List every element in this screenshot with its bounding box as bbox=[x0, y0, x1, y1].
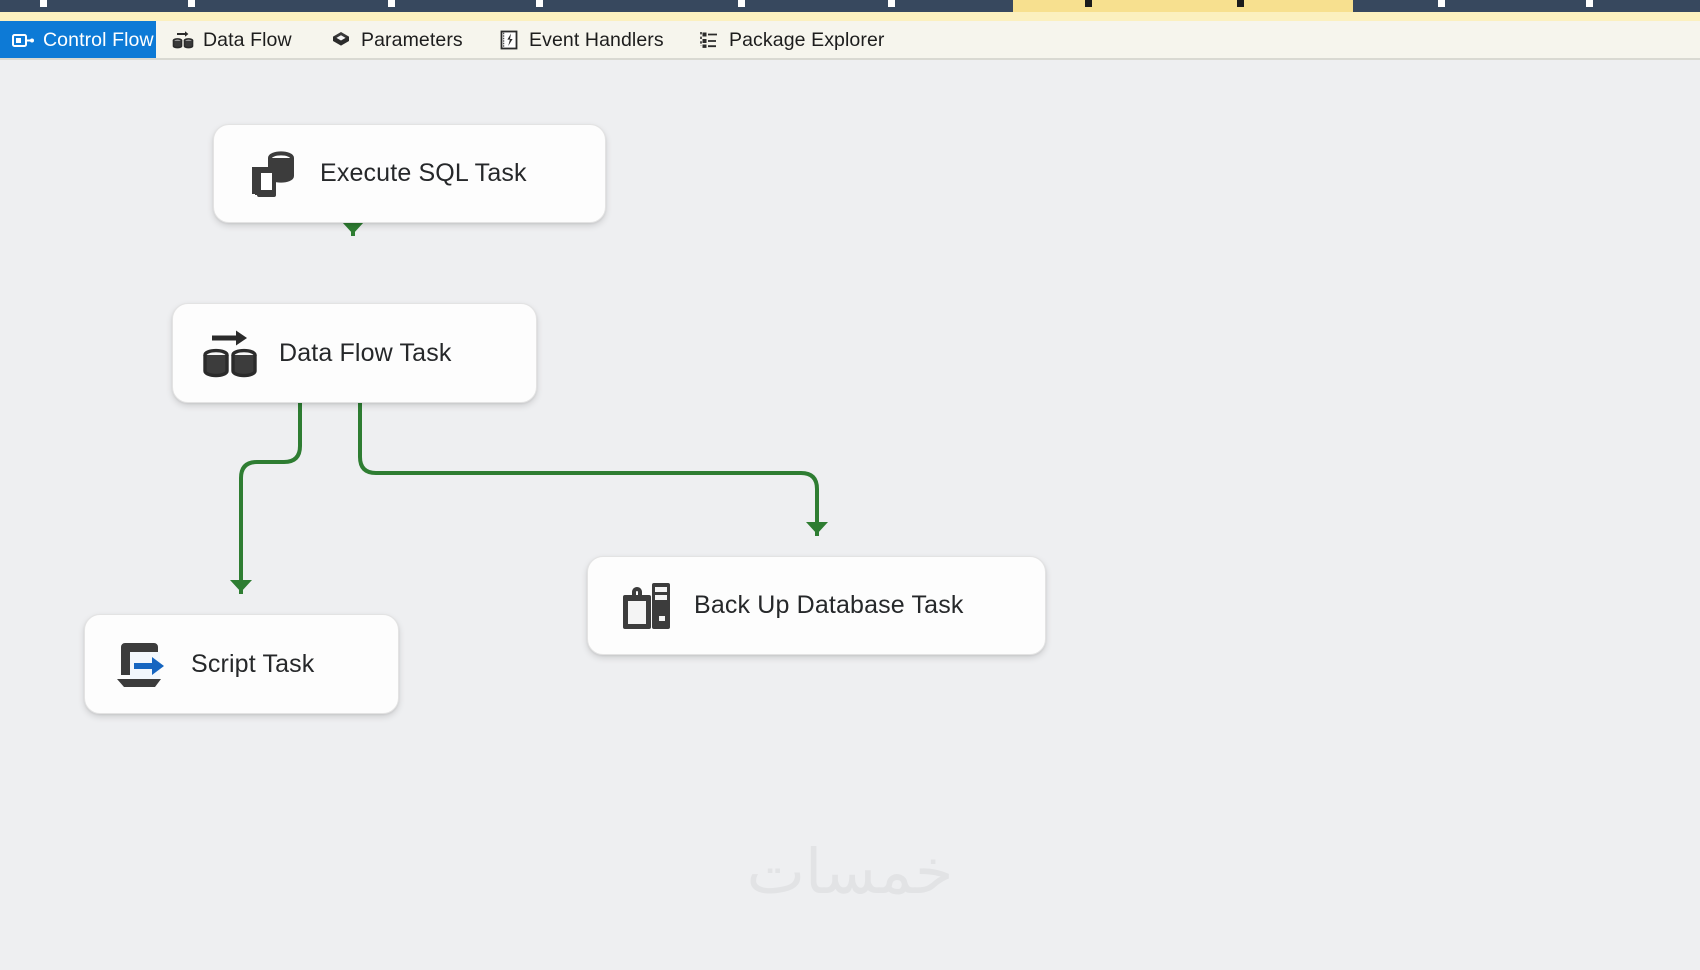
chrome-tick bbox=[1586, 0, 1593, 7]
control-flow-canvas[interactable]: Execute SQL Task Data Flow Task bbox=[0, 60, 1700, 970]
chrome-tick bbox=[536, 0, 543, 7]
chrome-tick bbox=[40, 0, 47, 7]
chrome-tick bbox=[1438, 0, 1445, 7]
tab-label: Package Explorer bbox=[729, 28, 885, 51]
tabbar-divider bbox=[0, 58, 1700, 60]
tab-label: Data Flow bbox=[203, 28, 292, 51]
script-task-icon bbox=[111, 633, 173, 695]
task-label: Back Up Database Task bbox=[694, 591, 964, 619]
backup-database-task-icon bbox=[614, 575, 676, 637]
tab-label: Event Handlers bbox=[529, 28, 664, 51]
control-flow-icon bbox=[12, 29, 34, 51]
parameters-icon bbox=[330, 29, 352, 51]
chrome-highlight-band bbox=[1013, 0, 1353, 12]
event-handlers-icon bbox=[498, 29, 520, 51]
task-script-task[interactable]: Script Task bbox=[84, 614, 399, 714]
execute-sql-task-icon bbox=[240, 143, 302, 205]
task-data-flow-task[interactable]: Data Flow Task bbox=[172, 303, 537, 403]
chrome-tick bbox=[738, 0, 745, 7]
task-backup-database-task[interactable]: Back Up Database Task bbox=[587, 556, 1046, 655]
task-execute-sql-task[interactable]: Execute SQL Task bbox=[213, 124, 606, 223]
data-flow-task-icon bbox=[199, 322, 261, 384]
connector-data-flow-to-script bbox=[230, 344, 302, 594]
designer-tab-bar: Control Flow Data Flow bbox=[0, 21, 1700, 59]
tab-parameters[interactable]: Parameters bbox=[318, 21, 486, 59]
tab-control-flow[interactable]: Control Flow bbox=[0, 21, 156, 59]
package-explorer-icon bbox=[698, 29, 720, 51]
tab-data-flow[interactable]: Data Flow bbox=[160, 21, 318, 59]
chrome-tick bbox=[188, 0, 195, 7]
data-flow-icon bbox=[172, 29, 194, 51]
tab-event-handlers[interactable]: Event Handlers bbox=[486, 21, 686, 59]
tab-label: Parameters bbox=[361, 28, 463, 51]
tab-label: Control Flow bbox=[43, 28, 154, 51]
chrome-underline bbox=[0, 12, 1700, 21]
watermark: خمسات bbox=[746, 835, 954, 908]
chrome-tick bbox=[388, 0, 395, 7]
chrome-tick bbox=[888, 0, 895, 7]
task-label: Execute SQL Task bbox=[320, 159, 527, 187]
task-label: Data Flow Task bbox=[279, 338, 452, 367]
task-label: Script Task bbox=[191, 649, 315, 678]
chrome-tick bbox=[1237, 0, 1244, 7]
window-chrome-strip bbox=[0, 0, 1700, 12]
chrome-tick bbox=[1085, 0, 1092, 7]
tab-package-explorer[interactable]: Package Explorer bbox=[686, 21, 906, 59]
connector-data-flow-to-backup bbox=[358, 344, 828, 536]
